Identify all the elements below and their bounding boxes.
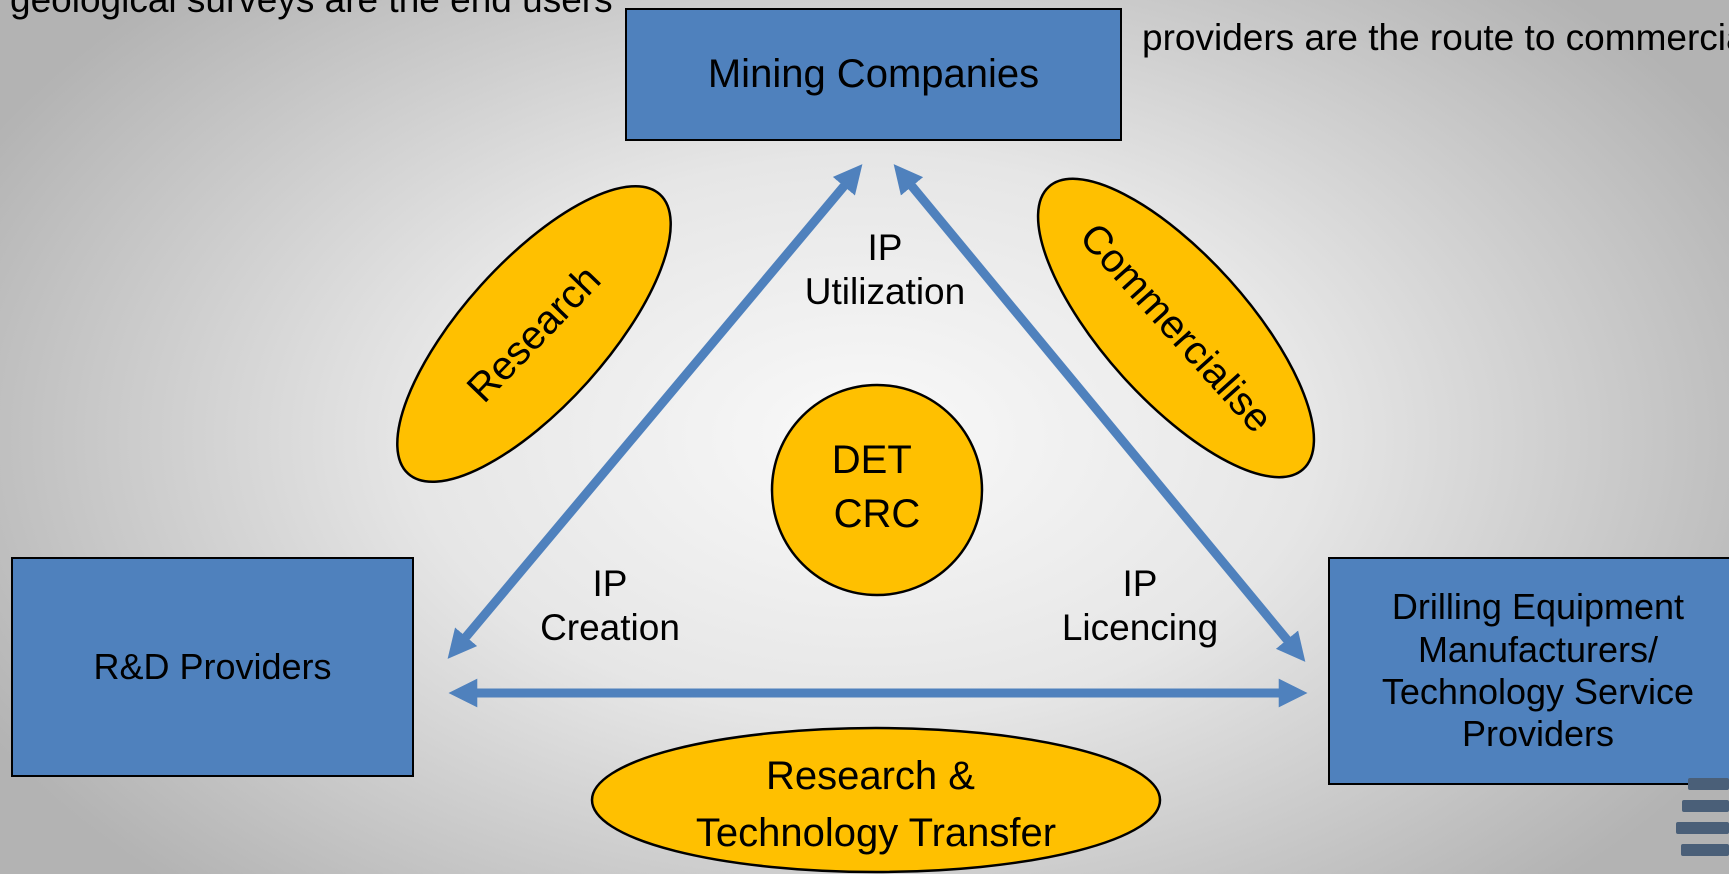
rnd-providers-label: R&D Providers [93,645,332,687]
ip-licencing-label: IP Licencing [1061,563,1219,648]
left-double-arrow [447,164,863,659]
ip-creation-label: IP Creation [540,563,680,648]
drilling-equipment-box: Drilling Equipment Manufacturers/ Techno… [1328,557,1729,785]
mining-companies-label: Mining Companies [707,51,1040,96]
end-users-note: geological surveys are the end users [10,0,613,22]
transfer-label: Research & Technology Transfer [696,754,1056,855]
drilling-equipment-label: Drilling Equipment Manufacturers/ Techno… [1381,586,1695,755]
det-crc-line2: CRC [834,492,921,536]
right-double-arrow [893,164,1306,662]
det-crc-circle: DET CRC [770,383,984,597]
transfer-label-line1: Research & [766,754,975,798]
transfer-label-line2: Technology Transfer [696,811,1056,855]
ip-utilization-label: IP Utilization [804,227,966,312]
commercialise-ellipse: Commercialise [1036,177,1316,479]
transfer-ellipse: Research & Technology Transfer [590,726,1162,874]
commercialisation-note: providers are the route to commercialisa… [1142,17,1729,58]
mining-companies-box: Mining Companies [625,8,1122,141]
rnd-providers-box: R&D Providers [11,557,414,777]
research-ellipse: Research [396,184,672,484]
det-crc-line1: DET [832,438,912,482]
